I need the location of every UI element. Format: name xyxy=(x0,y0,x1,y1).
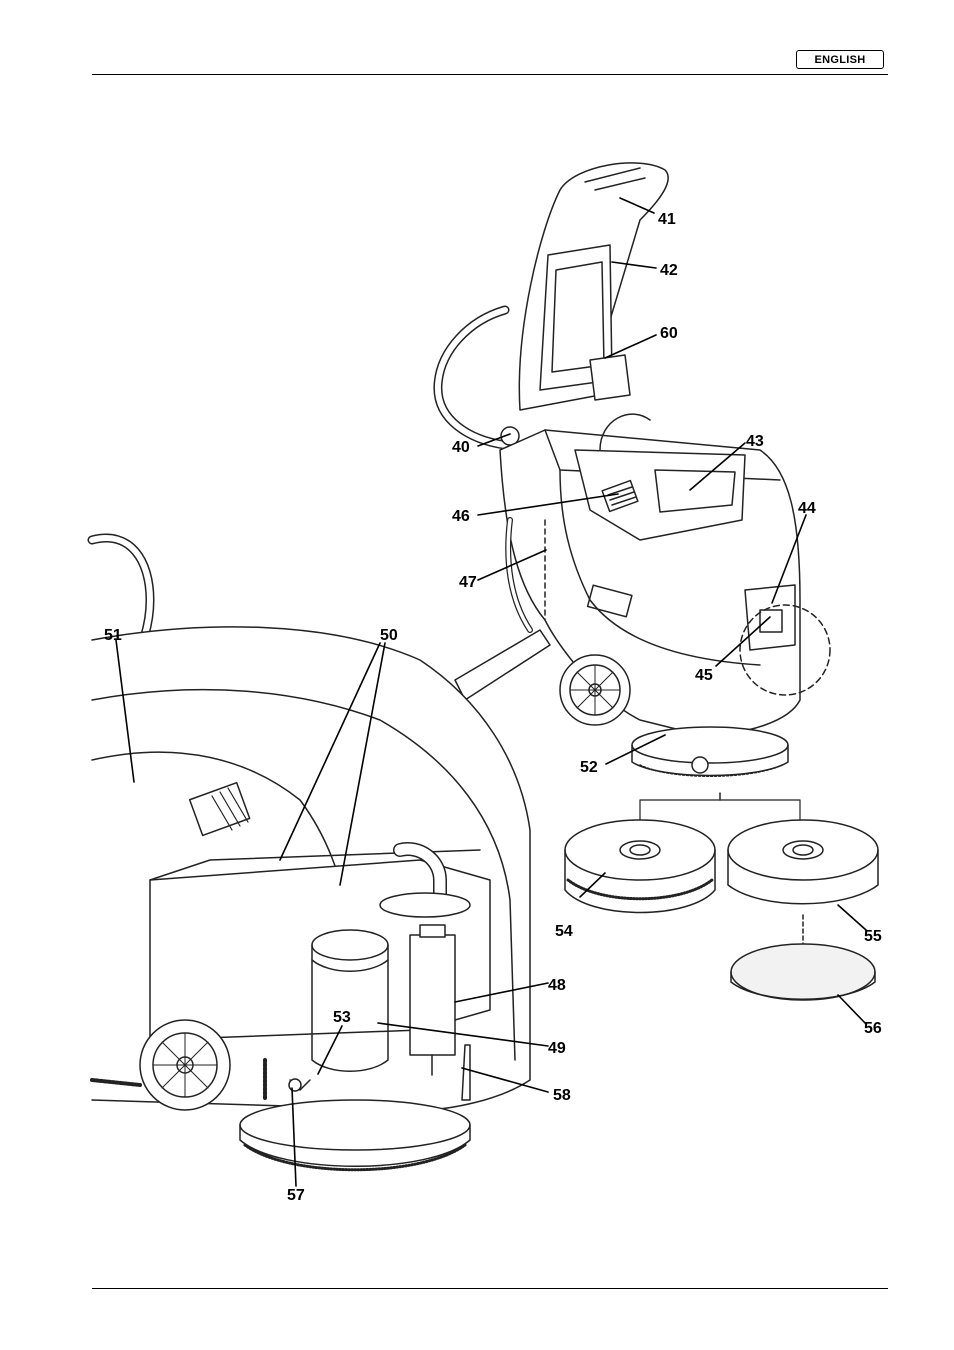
brush-pad-detail xyxy=(565,793,878,1000)
lower-machine-drawing xyxy=(92,538,530,1170)
callout-50: 50 xyxy=(380,627,398,644)
callout-46: 46 xyxy=(452,508,470,525)
callout-48: 48 xyxy=(548,977,566,994)
callout-49: 49 xyxy=(548,1040,566,1057)
callout-54: 54 xyxy=(555,923,573,940)
callout-53: 53 xyxy=(333,1009,351,1026)
callout-44: 44 xyxy=(798,500,816,517)
callout-58: 58 xyxy=(553,1087,571,1104)
callout-42: 42 xyxy=(660,262,678,279)
callout-41: 41 xyxy=(658,211,676,228)
footer-rule xyxy=(92,1288,888,1289)
callout-56: 56 xyxy=(864,1020,882,1037)
callout-40: 40 xyxy=(452,439,470,456)
callout-55: 55 xyxy=(864,928,882,945)
callout-57: 57 xyxy=(287,1187,305,1204)
callout-45: 45 xyxy=(695,667,713,684)
callout-43: 43 xyxy=(746,433,764,450)
upper-machine-drawing xyxy=(438,163,830,776)
callout-47: 47 xyxy=(459,574,477,591)
callout-51: 51 xyxy=(104,627,122,644)
callout-60: 60 xyxy=(660,325,678,342)
callout-52: 52 xyxy=(580,759,598,776)
